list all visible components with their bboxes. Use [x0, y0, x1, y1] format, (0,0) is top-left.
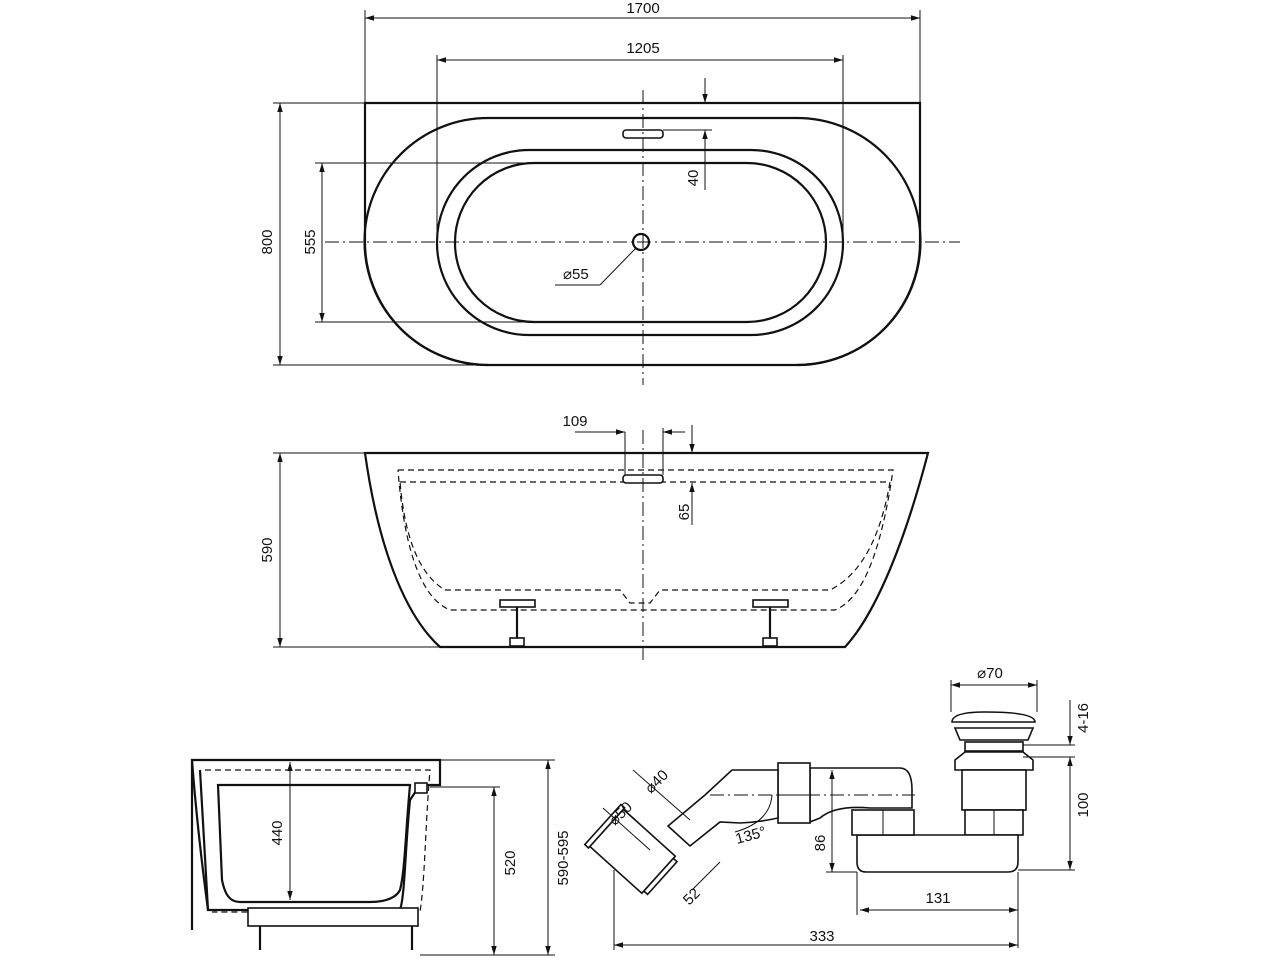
leg-left — [499, 599, 536, 647]
dim-top-inner-length: 1205 — [626, 40, 659, 57]
dim-top-width: 800 — [259, 229, 276, 254]
end-view: 440 520 590-595 — [190, 758, 572, 956]
dim-overflow-depth: 65 — [676, 504, 693, 521]
dim-end-height: 590-595 — [555, 830, 572, 885]
drain-assembly: ⌀40 ⌀50 135° 52 86 ⌀70 4-16 100 131 333 — [583, 665, 1092, 950]
dim-trap-width: 131 — [925, 890, 950, 907]
dim-pipe-angle: 135° — [734, 823, 768, 847]
leg-right — [752, 599, 789, 647]
dim-pipe-length: 52 — [680, 885, 704, 909]
dim-overflow-position: 109 — [562, 413, 587, 430]
dim-inner-width: 555 — [302, 229, 319, 254]
dim-drain-diameter: ⌀55 — [563, 266, 589, 283]
dim-overflow-offset: 40 — [685, 170, 702, 187]
dim-total-drain-length: 333 — [809, 928, 834, 945]
top-view: 1700 1205 40 800 555 ⌀55 — [259, 0, 960, 385]
dim-plug-adjust: 4-16 — [1075, 703, 1092, 733]
dim-plug-diameter: ⌀70 — [977, 665, 1003, 682]
dim-end-depth: 440 — [269, 820, 286, 845]
dim-trap-height: 86 — [812, 835, 829, 852]
dim-pipe-diameter-40: ⌀40 — [642, 767, 672, 797]
dim-side-height: 590 — [259, 537, 276, 562]
dim-drain-height: 100 — [1075, 792, 1092, 817]
dim-end-inner-height: 520 — [502, 850, 519, 875]
dim-top-length: 1700 — [626, 0, 659, 17]
side-view: 109 65 590 — [259, 413, 930, 660]
